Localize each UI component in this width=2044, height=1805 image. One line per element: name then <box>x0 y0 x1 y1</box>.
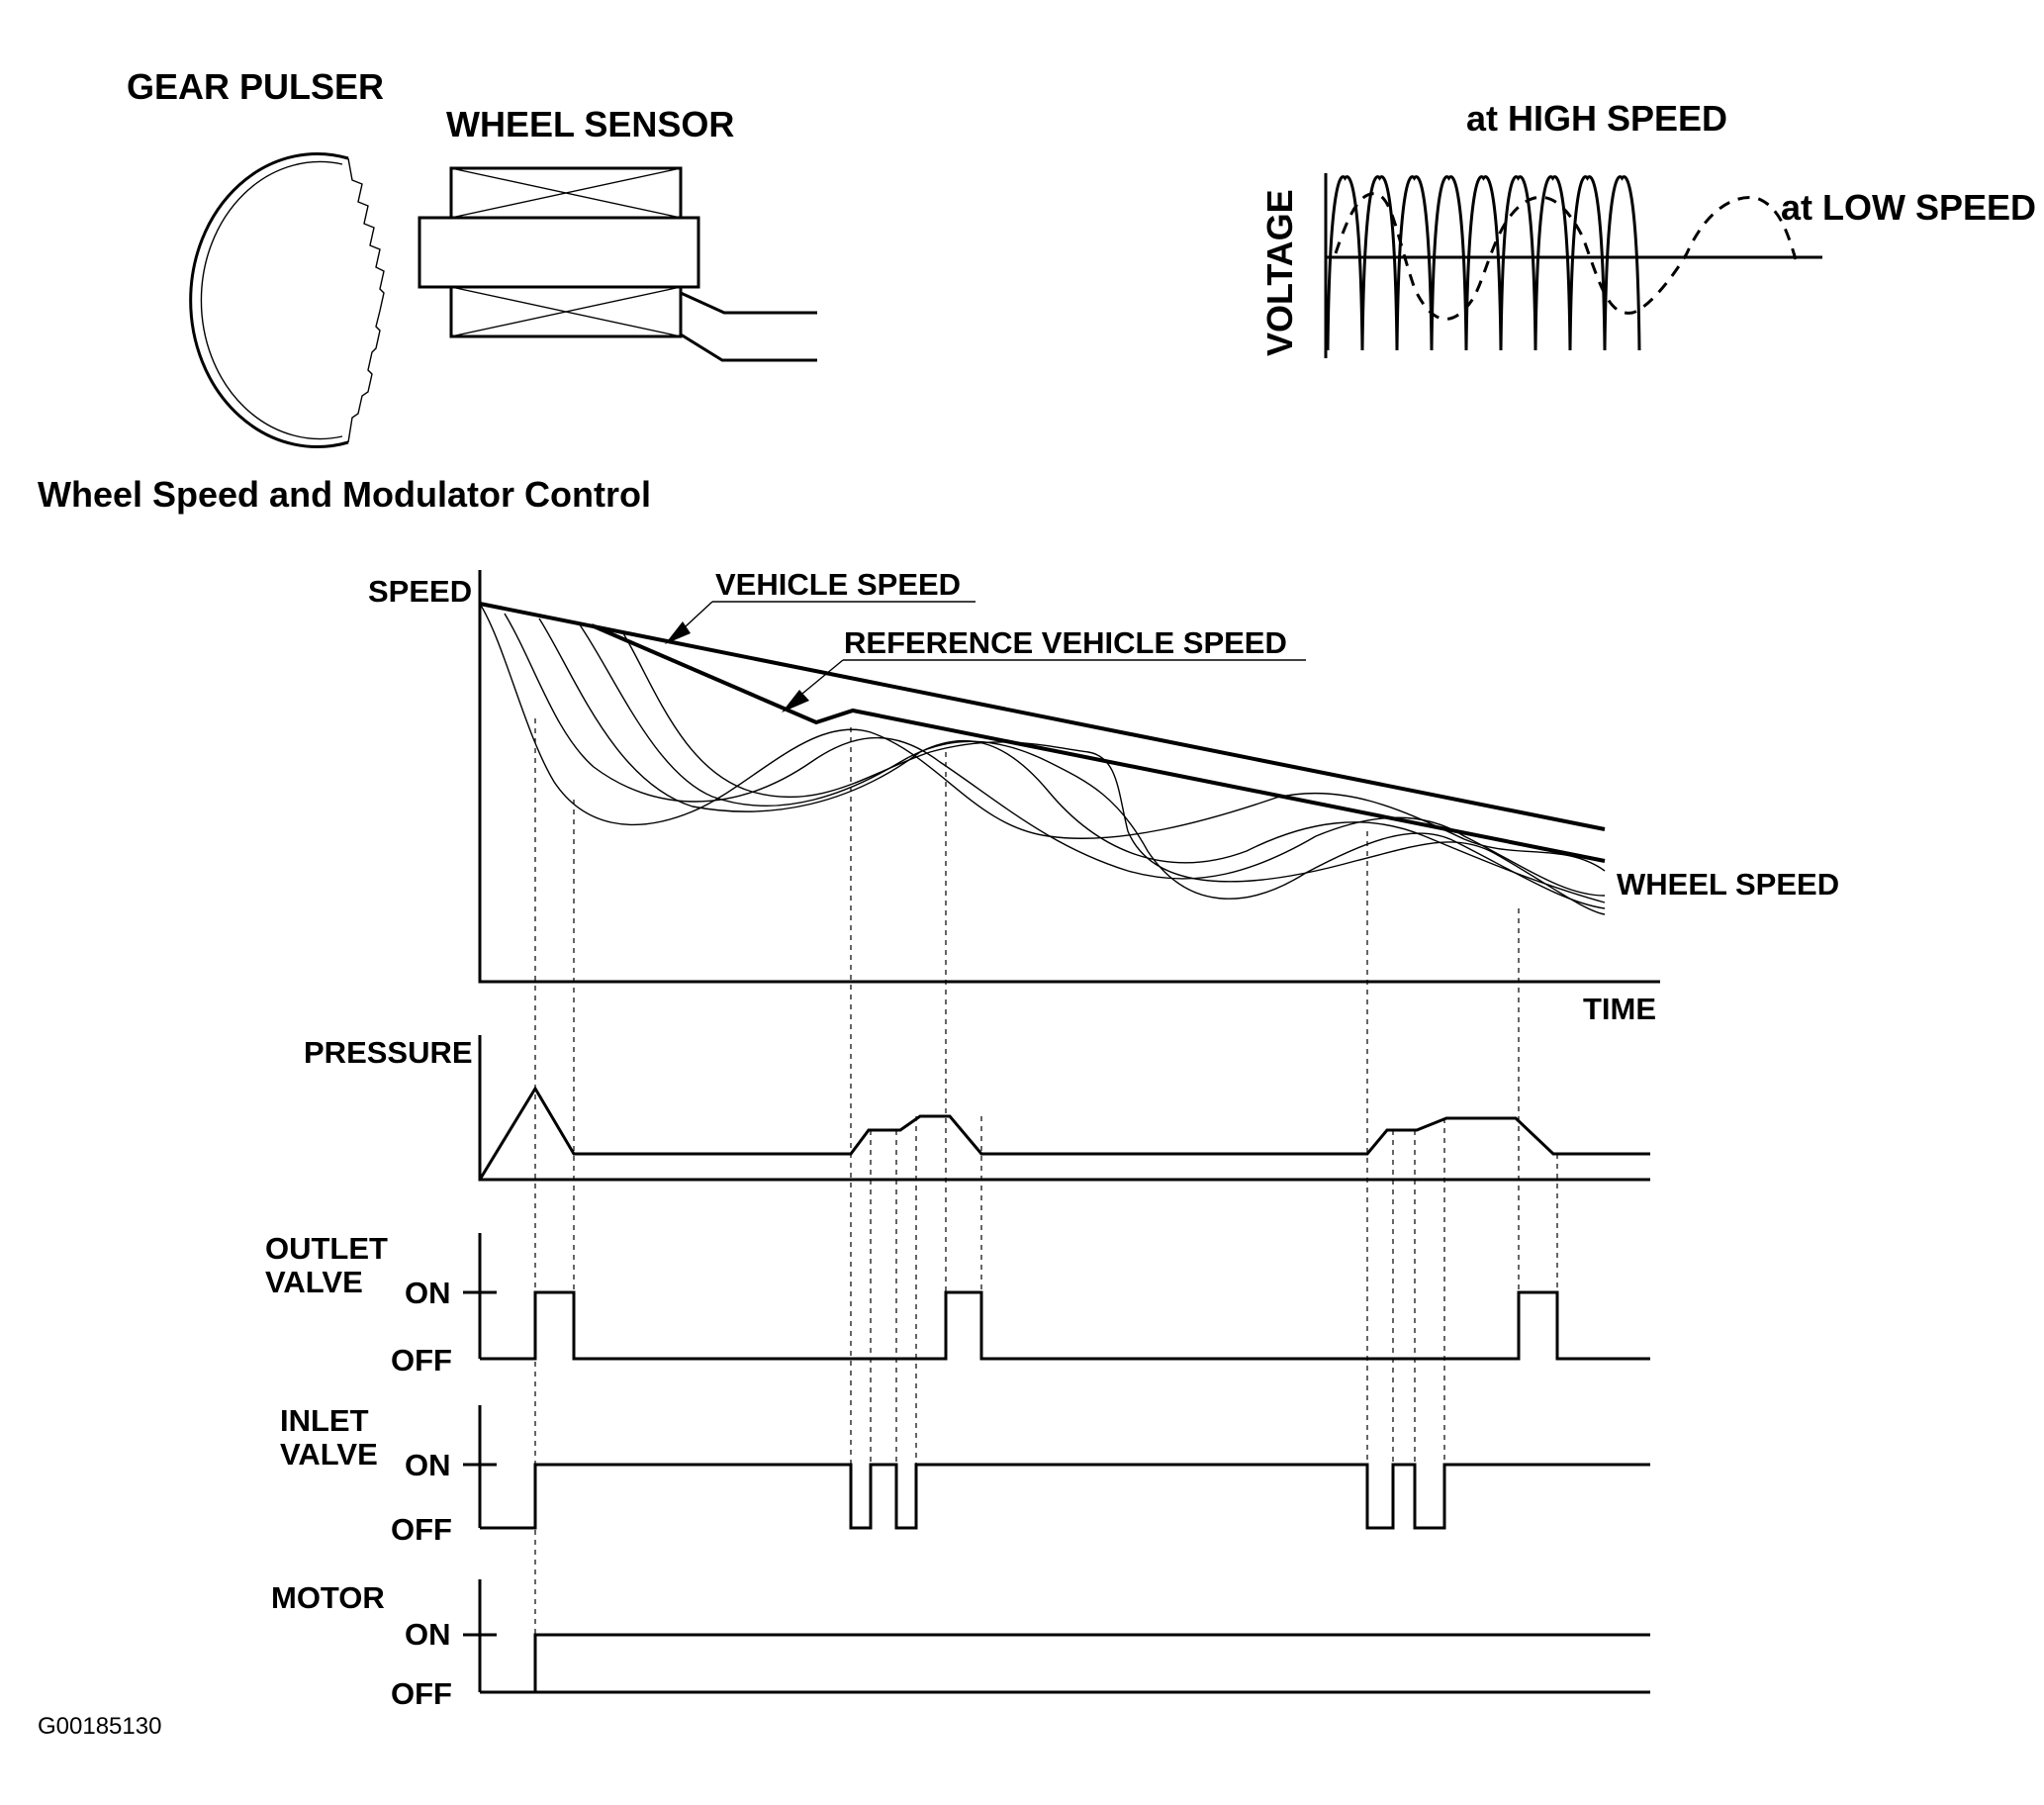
reference-speed-arrow <box>782 690 809 712</box>
high-speed-waveform <box>1326 175 1641 351</box>
section-title: Wheel Speed and Modulator Control <box>38 474 651 515</box>
outlet-valve-chart: OUTLET VALVE ON OFF <box>265 1231 1650 1378</box>
inlet-on-label: ON <box>405 1448 451 1482</box>
pulser-ring-inner <box>200 160 343 440</box>
outlet-off-label: OFF <box>391 1343 452 1378</box>
low-speed-waveform <box>1334 192 1798 321</box>
sensor-lead-2 <box>680 332 817 362</box>
outlet-valve-trace <box>480 1290 1650 1361</box>
wheel-speed-curve-5 <box>622 632 1606 915</box>
outlet-on-label: ON <box>405 1276 451 1310</box>
voltage-waveform-figure: at HIGH SPEED at LOW SPEED VOLTAGE <box>1259 98 2036 358</box>
vehicle-speed-arrow <box>665 621 691 644</box>
inlet-valve-trace <box>480 1463 1650 1530</box>
pressure-trace <box>478 1086 1650 1181</box>
speed-axes <box>478 570 1660 984</box>
wheel-speed-label: WHEEL SPEED <box>1617 867 1839 902</box>
motor-off-label: OFF <box>391 1676 452 1711</box>
outlet-valve-label-1: OUTLET <box>265 1231 388 1266</box>
sensor-core <box>418 216 700 289</box>
wheel-sensor-label: WHEEL SENSOR <box>446 104 734 144</box>
high-speed-label: at HIGH SPEED <box>1466 98 1727 139</box>
timing-guides <box>534 718 1558 1692</box>
pressure-chart: PRESSURE <box>304 1035 1650 1182</box>
wheel-sensor-figure: WHEEL SENSOR <box>418 104 817 362</box>
vehicle-speed-label: VEHICLE SPEED <box>715 567 961 602</box>
sensor-lead-1 <box>680 291 817 315</box>
pressure-axes <box>478 1035 1650 1182</box>
sensor-coil-bottom <box>449 285 683 338</box>
speed-axis-label: SPEED <box>368 574 472 609</box>
pressure-axis-label: PRESSURE <box>304 1035 473 1070</box>
motor-chart: MOTOR ON OFF <box>271 1579 1650 1711</box>
low-speed-label: at LOW SPEED <box>1781 187 2036 228</box>
voltage-axis-label: VOLTAGE <box>1259 189 1300 356</box>
outlet-valve-label-2: VALVE <box>265 1265 363 1299</box>
inlet-valve-label-2: VALVE <box>280 1437 378 1472</box>
pulser-ring-outer <box>189 152 349 448</box>
motor-trace <box>480 1633 1650 1694</box>
speed-chart: SPEED TIME VEHICLE SPEED REFERENCE VEHIC… <box>368 567 1839 1026</box>
pulser-teeth <box>347 157 385 443</box>
motor-on-label: ON <box>405 1617 451 1652</box>
gear-pulser-figure: GEAR PULSER <box>127 66 385 448</box>
figure-code: G00185130 <box>38 1713 161 1740</box>
wheel-speed-curve-4 <box>578 622 1606 909</box>
time-axis-label: TIME <box>1583 992 1656 1026</box>
wheel-speed-curve-3 <box>538 618 1606 903</box>
reference-vehicle-speed-line <box>591 623 1606 863</box>
motor-label: MOTOR <box>271 1580 385 1615</box>
gear-pulser-label: GEAR PULSER <box>127 66 384 107</box>
inlet-off-label: OFF <box>391 1512 452 1547</box>
reference-vehicle-speed-label: REFERENCE VEHICLE SPEED <box>844 625 1287 660</box>
inlet-valve-label-1: INLET <box>280 1403 369 1438</box>
wheel-speed-curve-2 <box>504 613 1606 897</box>
